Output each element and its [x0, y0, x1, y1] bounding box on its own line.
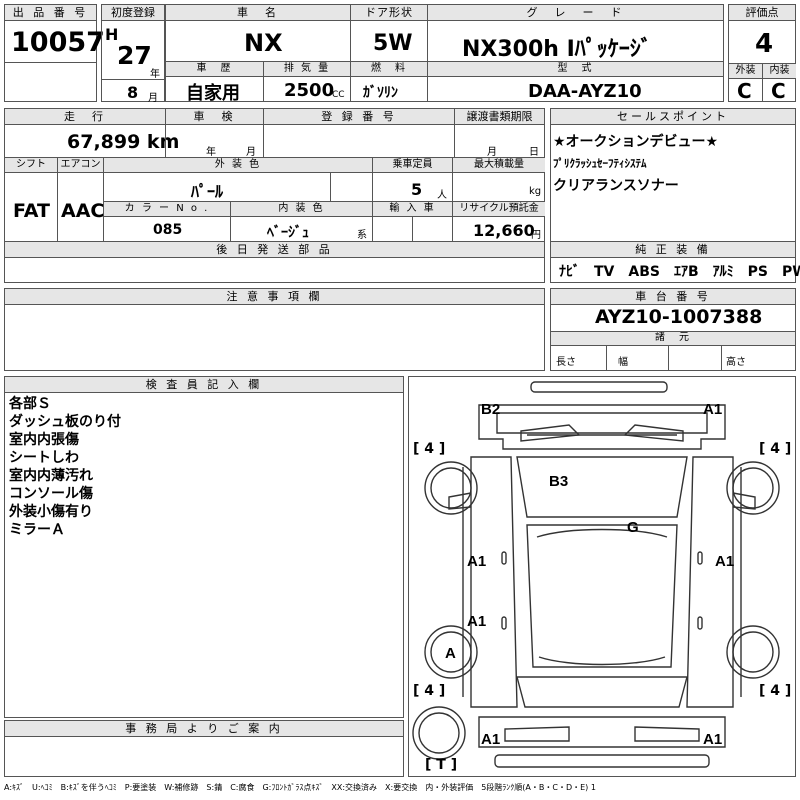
- reg-no-box: 登 録 番 号: [263, 108, 455, 158]
- damage-mark: B2: [481, 401, 501, 418]
- sales-point-2: ﾌﾟﾘｸﾗｯｼｭｾｰﾌﾃｨｼｽﾃﾑ: [553, 157, 647, 170]
- era: H: [105, 25, 119, 44]
- seats: 5: [411, 180, 423, 199]
- chassis-number: AYZ10-1007388: [595, 306, 763, 328]
- grade: NX300h Iﾊﾟｯｹｰｼﾞ: [462, 37, 652, 62]
- int-color: ﾍﾞｰｼﾞｭ: [267, 225, 309, 241]
- equipment-box: 純 正 装 備 ﾅﾋﾞ TV ABS ｴｱB ｱﾙﾐ PS PW: [550, 241, 800, 283]
- note-line: コンソール傷: [9, 486, 93, 502]
- ext-color: ﾊﾟｰﾙ: [191, 182, 224, 201]
- note-line: ダッシュ板のり付: [9, 414, 121, 430]
- score: 4: [755, 29, 774, 59]
- shift: FAT: [13, 200, 50, 222]
- sales-point-3: クリアランスソナー: [553, 178, 679, 194]
- damage-mark: A1: [467, 613, 487, 630]
- damage-mark: A1: [467, 553, 487, 570]
- door-box: ドア形状 5W: [350, 4, 428, 62]
- ext-score: C: [737, 79, 752, 103]
- displacement: 2500: [284, 80, 335, 101]
- tire-fl: [ 4 ]: [413, 441, 446, 457]
- legend: A:ｷｽﾞ U:ﾍｺﾐ B:ｷｽﾞを伴うﾍｺﾐ P:要塗装 W:補修跡 S:錆 …: [4, 783, 596, 792]
- fuel: ｶﾞｿﾘﾝ: [363, 85, 398, 101]
- car-name: NX: [244, 29, 283, 57]
- note-line: シートしわ: [9, 450, 79, 466]
- damage-mark: A1: [703, 401, 723, 418]
- car-outline: [412, 381, 780, 768]
- sales-point-1: ★オークションデビュー★: [553, 134, 719, 150]
- damage-mark: A1: [715, 553, 735, 570]
- first-reg-month: 8: [127, 83, 139, 102]
- caution-box: 注 意 事 項 欄: [4, 288, 545, 371]
- door-type: 5W: [373, 31, 413, 56]
- damage-mark: G: [627, 519, 639, 536]
- history-box: 車 歴 自家用: [165, 61, 264, 104]
- tire-spare: [ T ]: [425, 757, 458, 773]
- note-line: 室内内張傷: [9, 432, 79, 448]
- model-box: 型 式 DAA-AYZ10: [427, 61, 724, 102]
- history: 自家用: [186, 83, 240, 104]
- ac: AAC: [61, 200, 105, 222]
- tire-fr: [ 4 ]: [759, 441, 792, 457]
- tire-rl: [ 4 ]: [413, 683, 446, 699]
- note-line: 各部Ｓ: [9, 396, 51, 412]
- mileage: 67,899 km: [67, 131, 180, 153]
- int-score: C: [771, 79, 786, 103]
- inspector-box: 検 査 員 記 入 欄 各部Ｓ ダッシュ板のり付 室内内張傷 シートしわ 室内内…: [4, 376, 404, 718]
- equipment-list: ﾅﾋﾞ TV ABS ｴｱB ｱﾙﾐ PS PW: [559, 264, 800, 280]
- lot-box: 出 品 番 号 10057: [4, 4, 105, 102]
- car-name-box: 車 名 NX: [165, 4, 351, 62]
- score-box: 評価点 4 外装 内装 C C: [728, 4, 796, 103]
- inspection-box: 車 検 年 月: [165, 108, 264, 158]
- transfer-box: 譲渡書類期限 月 日: [454, 108, 545, 158]
- damage-mark: A: [445, 645, 456, 662]
- damage-mark: B3: [549, 473, 569, 490]
- office-box: 事 務 局 よ り ご 案 内: [4, 720, 404, 777]
- mileage-box: 走 行 67,899 km: [4, 108, 179, 158]
- model-code: DAA-AYZ10: [528, 81, 642, 102]
- grade-box: グ レ ー ド NX300h Iﾊﾟｯｹｰｼﾞ: [427, 4, 724, 62]
- spec-grid: シフト エアコン 外 装 色 乗車定員 最大積載量 FAT AAC ﾊﾟｰﾙ 5…: [4, 157, 545, 242]
- color-no: 085: [153, 222, 183, 238]
- first-reg-label: 初度登録: [102, 5, 164, 21]
- note-line: ミラーＡ: [9, 522, 65, 538]
- lot-label: 出 品 番 号: [5, 5, 96, 21]
- first-reg-year: 27: [117, 41, 152, 70]
- chassis-box: 車 台 番 号 AYZ10-1007388 諸 元 長さ 幅 高さ: [550, 288, 796, 371]
- note-line: 外装小傷有り: [9, 504, 93, 520]
- damage-mark: A1: [703, 731, 723, 748]
- sales-points-box: セールスポイント ★オークションデビュー★ ﾌﾟﾘｸﾗｯｼｭｾｰﾌﾃｨｼｽﾃﾑ …: [550, 108, 796, 242]
- note-line: 室内内薄汚れ: [9, 468, 93, 484]
- recycle-fee: 12,660: [473, 221, 535, 240]
- first-reg-box: 初度登録 H 27 年 8 月: [101, 4, 165, 104]
- fuel-box: 燃 料 ｶﾞｿﾘﾝ: [350, 61, 428, 102]
- tire-rr: [ 4 ]: [759, 683, 792, 699]
- lot-number: 10057: [11, 27, 105, 58]
- damage-mark: A1: [481, 731, 501, 748]
- displacement-box: 排 気 量 2500 CC: [263, 61, 351, 102]
- later-parts-box: 後 日 発 送 部 品: [4, 241, 545, 283]
- car-diagram: B2 A1 B3 G A1 A1 A1 A A1 A1 [ 4 ] [ 4 ] …: [408, 376, 796, 777]
